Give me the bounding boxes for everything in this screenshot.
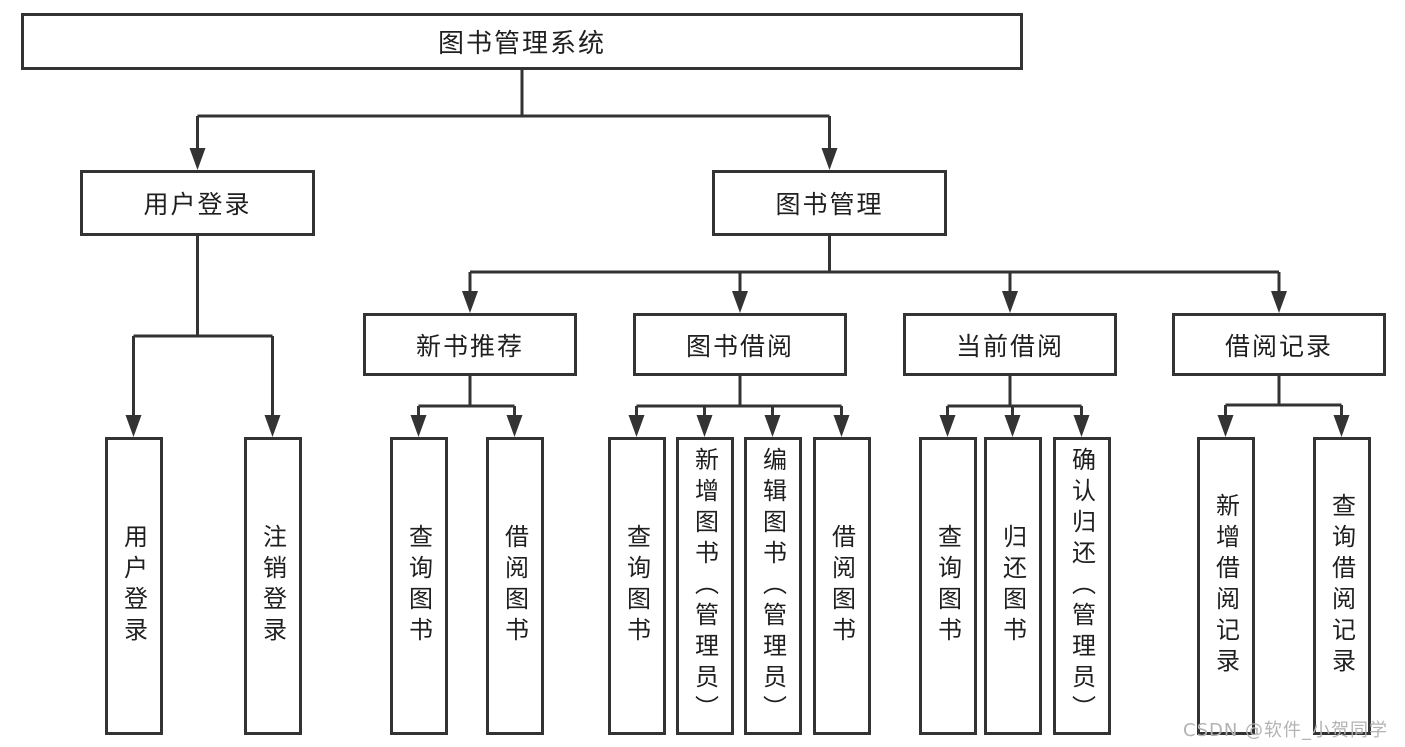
node-label: 借阅记录	[1224, 331, 1333, 361]
leaf-borrow-books-2: 借阅图书	[812, 437, 871, 735]
node-label: 新书推荐	[415, 331, 524, 361]
leaf-query-books-3: 查询图书	[918, 437, 977, 735]
watermark: CSDN @软件_小贺同学	[1183, 720, 1389, 741]
node-book-borrowing: 图书借阅	[633, 313, 847, 376]
leaf-add-books-admin: 新增图书（管理员）	[675, 437, 734, 735]
leaf-return-books: 归还图书	[983, 437, 1042, 735]
leaf-label: 借阅图书	[500, 524, 529, 648]
node-new-book-recommendation: 新书推荐	[363, 313, 577, 376]
leaf-label: 查询图书	[404, 524, 433, 648]
leaf-label: 编辑图书（管理员）	[758, 446, 787, 726]
leaf-label: 新增借阅记录	[1211, 493, 1240, 679]
node-book-management: 图书管理	[712, 170, 947, 236]
node-current-borrowing: 当前借阅	[903, 313, 1117, 376]
leaf-edit-books-admin: 编辑图书（管理员）	[743, 437, 802, 735]
node-borrowing-records: 借阅记录	[1172, 313, 1386, 376]
node-label: 图书借阅	[685, 331, 794, 361]
node-label: 用户登录	[143, 190, 252, 219]
leaf-label: 借阅图书	[827, 524, 856, 648]
leaf-label: 用户登录	[119, 524, 148, 648]
node-label: 图书管理	[775, 190, 884, 219]
leaf-label: 查询借阅记录	[1327, 493, 1356, 679]
node-user-login: 用户登录	[80, 170, 315, 236]
node-library-management-system: 图书管理系统	[21, 13, 1023, 70]
leaf-confirm-return-admin: 确认归还（管理员）	[1052, 437, 1111, 735]
leaf-user-login: 用户登录	[104, 437, 163, 735]
node-label: 图书管理系统	[437, 29, 606, 59]
leaf-label: 确认归还（管理员）	[1067, 446, 1096, 726]
leaf-label: 查询图书	[933, 524, 962, 648]
leaf-label: 注销登录	[258, 524, 287, 648]
leaf-query-books-2: 查询图书	[607, 437, 666, 735]
leaf-label: 归还图书	[998, 524, 1027, 648]
leaf-borrow-books: 借阅图书	[485, 437, 544, 735]
leaf-query-books: 查询图书	[389, 437, 448, 735]
node-label: 当前借阅	[955, 331, 1064, 361]
leaf-label: 新增图书（管理员）	[690, 446, 719, 726]
arrowheads	[125, 148, 1350, 437]
leaf-add-borrow-record: 新增借阅记录	[1196, 437, 1255, 735]
leaf-label: 查询图书	[622, 524, 651, 648]
leaf-query-borrow-record: 查询借阅记录	[1312, 437, 1371, 735]
leaf-logout: 注销登录	[243, 437, 302, 735]
